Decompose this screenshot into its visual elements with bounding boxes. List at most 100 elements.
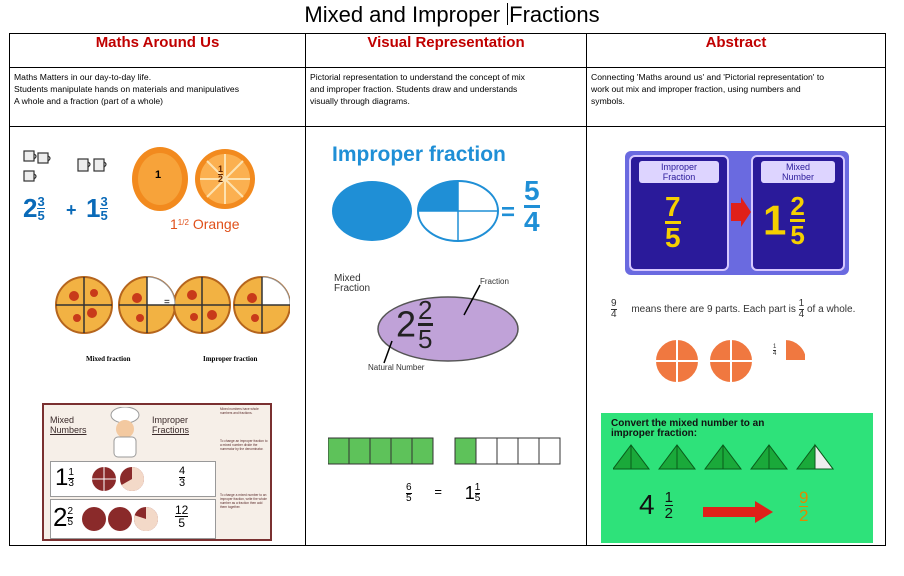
nine-den: 4 — [611, 309, 617, 320]
card-left-den: 5 — [665, 222, 681, 253]
cups-a-num: 3 — [37, 194, 45, 209]
description-line: and improper fraction. Students draw and… — [310, 84, 518, 94]
chef-row2-num: 2 — [67, 506, 74, 517]
nine-text-a: means there are 9 parts. Each part is — [631, 304, 796, 316]
description-line: A whole and a fraction (part of a whole) — [14, 96, 164, 106]
convert-arrow-icon — [703, 501, 773, 523]
improper-den: 4 — [524, 206, 540, 237]
orange-caption-frac: 1/2 — [177, 218, 189, 227]
description-line: Pictorial representation to understand t… — [310, 72, 525, 82]
cups-a-den: 5 — [37, 208, 45, 223]
fraction-pointer-label: Fraction — [480, 277, 509, 286]
chef-row1-iden: 3 — [179, 477, 186, 489]
orange-half-den: 2 — [218, 174, 224, 184]
description-abstract: Connecting 'Maths around us' and 'Pictor… — [586, 67, 886, 127]
page-title: Mixed and Improper Fractions — [0, 2, 904, 28]
chef-icon — [110, 407, 140, 458]
fractions-table: Maths Around Us Visual Representation Ab… — [9, 33, 886, 546]
chef-note-1: Mixed numbers have whole numbers and fra… — [220, 407, 259, 415]
chef-row1-num: 1 — [68, 466, 74, 478]
pizza-equals: = — [164, 297, 170, 308]
description-line: Students manipulate hands on materials a… — [14, 84, 240, 94]
convert-res-num: 9 — [799, 488, 809, 507]
cups-b-den: 5 — [100, 208, 108, 223]
nine-part-den: 4 — [798, 309, 805, 320]
bar-eq-den: 5 — [406, 493, 412, 504]
chef-row1-den: 3 — [68, 477, 74, 489]
mixed-num: 2 — [418, 295, 433, 325]
chef-title-improper-line: Fractions — [152, 425, 190, 435]
nine-num: 9 — [611, 298, 617, 309]
card-label-line: Improper — [660, 162, 697, 172]
card-label-line: Mixed — [785, 162, 810, 172]
cups-icon — [23, 150, 107, 182]
description-line: work out mix and improper fraction, usin… — [591, 84, 801, 94]
arrow-right-icon — [731, 197, 751, 227]
orange-caption-whole: 1 — [170, 216, 178, 232]
bar-model-icon — [328, 437, 561, 465]
page-title-right: Fractions — [509, 2, 600, 27]
nine-part-num: 1 — [798, 298, 805, 309]
chef-note-2: To change an improper fraction to a mixe… — [220, 439, 268, 451]
orange-half-num: 1 — [218, 164, 224, 174]
convert-num: 1 — [664, 488, 673, 506]
description-line: Maths Matters in our day-to-day life. — [14, 72, 152, 82]
pizza-label-improper: Improper fraction — [203, 355, 258, 363]
bar-eq-fden: 5 — [474, 493, 481, 504]
bar-eq-fnum: 1 — [474, 482, 481, 493]
convert-title-line: Convert the mixed number to an — [611, 418, 765, 429]
quarter-num: 1 — [773, 344, 777, 350]
mixed-label-line: Fraction — [334, 283, 371, 294]
improper-circles-icon — [332, 180, 499, 242]
header-abstract: Abstract — [586, 33, 886, 68]
chef-row1-inum: 4 — [179, 465, 186, 477]
card-left-num: 7 — [665, 191, 681, 222]
card-right-num: 2 — [790, 191, 805, 221]
convert-title-line: improper fraction: — [611, 428, 698, 439]
chef-row1-whole: 1 — [55, 464, 69, 491]
chef-row2-den: 5 — [67, 517, 74, 528]
bar-eq-sign: = — [434, 484, 442, 500]
text-cursor — [507, 3, 509, 25]
chef-row2-iden: 5 — [178, 516, 186, 530]
chef-title-improper-line: Improper — [152, 415, 189, 425]
cups-b-whole: 1 — [86, 193, 101, 223]
mixed-whole: 2 — [396, 303, 417, 345]
orange-caption-text: Orange — [192, 216, 240, 232]
convert-den: 2 — [664, 504, 673, 522]
quarter-circles-icon — [655, 337, 805, 384]
mixed-den: 5 — [418, 324, 433, 354]
chef-row2-inum: 12 — [175, 503, 189, 517]
card-label-line: Number — [781, 172, 814, 182]
description-line: visually through diagrams. — [310, 96, 410, 106]
card-right-den: 5 — [790, 220, 805, 250]
header-maths-around-us: Maths Around Us — [9, 33, 306, 68]
page-title-left: Mixed and Improper — [304, 2, 507, 27]
orange-caption: 11/2 Orange — [170, 216, 240, 232]
improper-num: 5 — [524, 175, 540, 206]
convert-res-den: 2 — [799, 506, 809, 525]
description-maths-around-us: Maths Matters in our day-to-day life. St… — [9, 67, 306, 127]
cups-plus: + — [66, 200, 77, 220]
improper-fraction-title: Improper fraction — [332, 143, 506, 166]
